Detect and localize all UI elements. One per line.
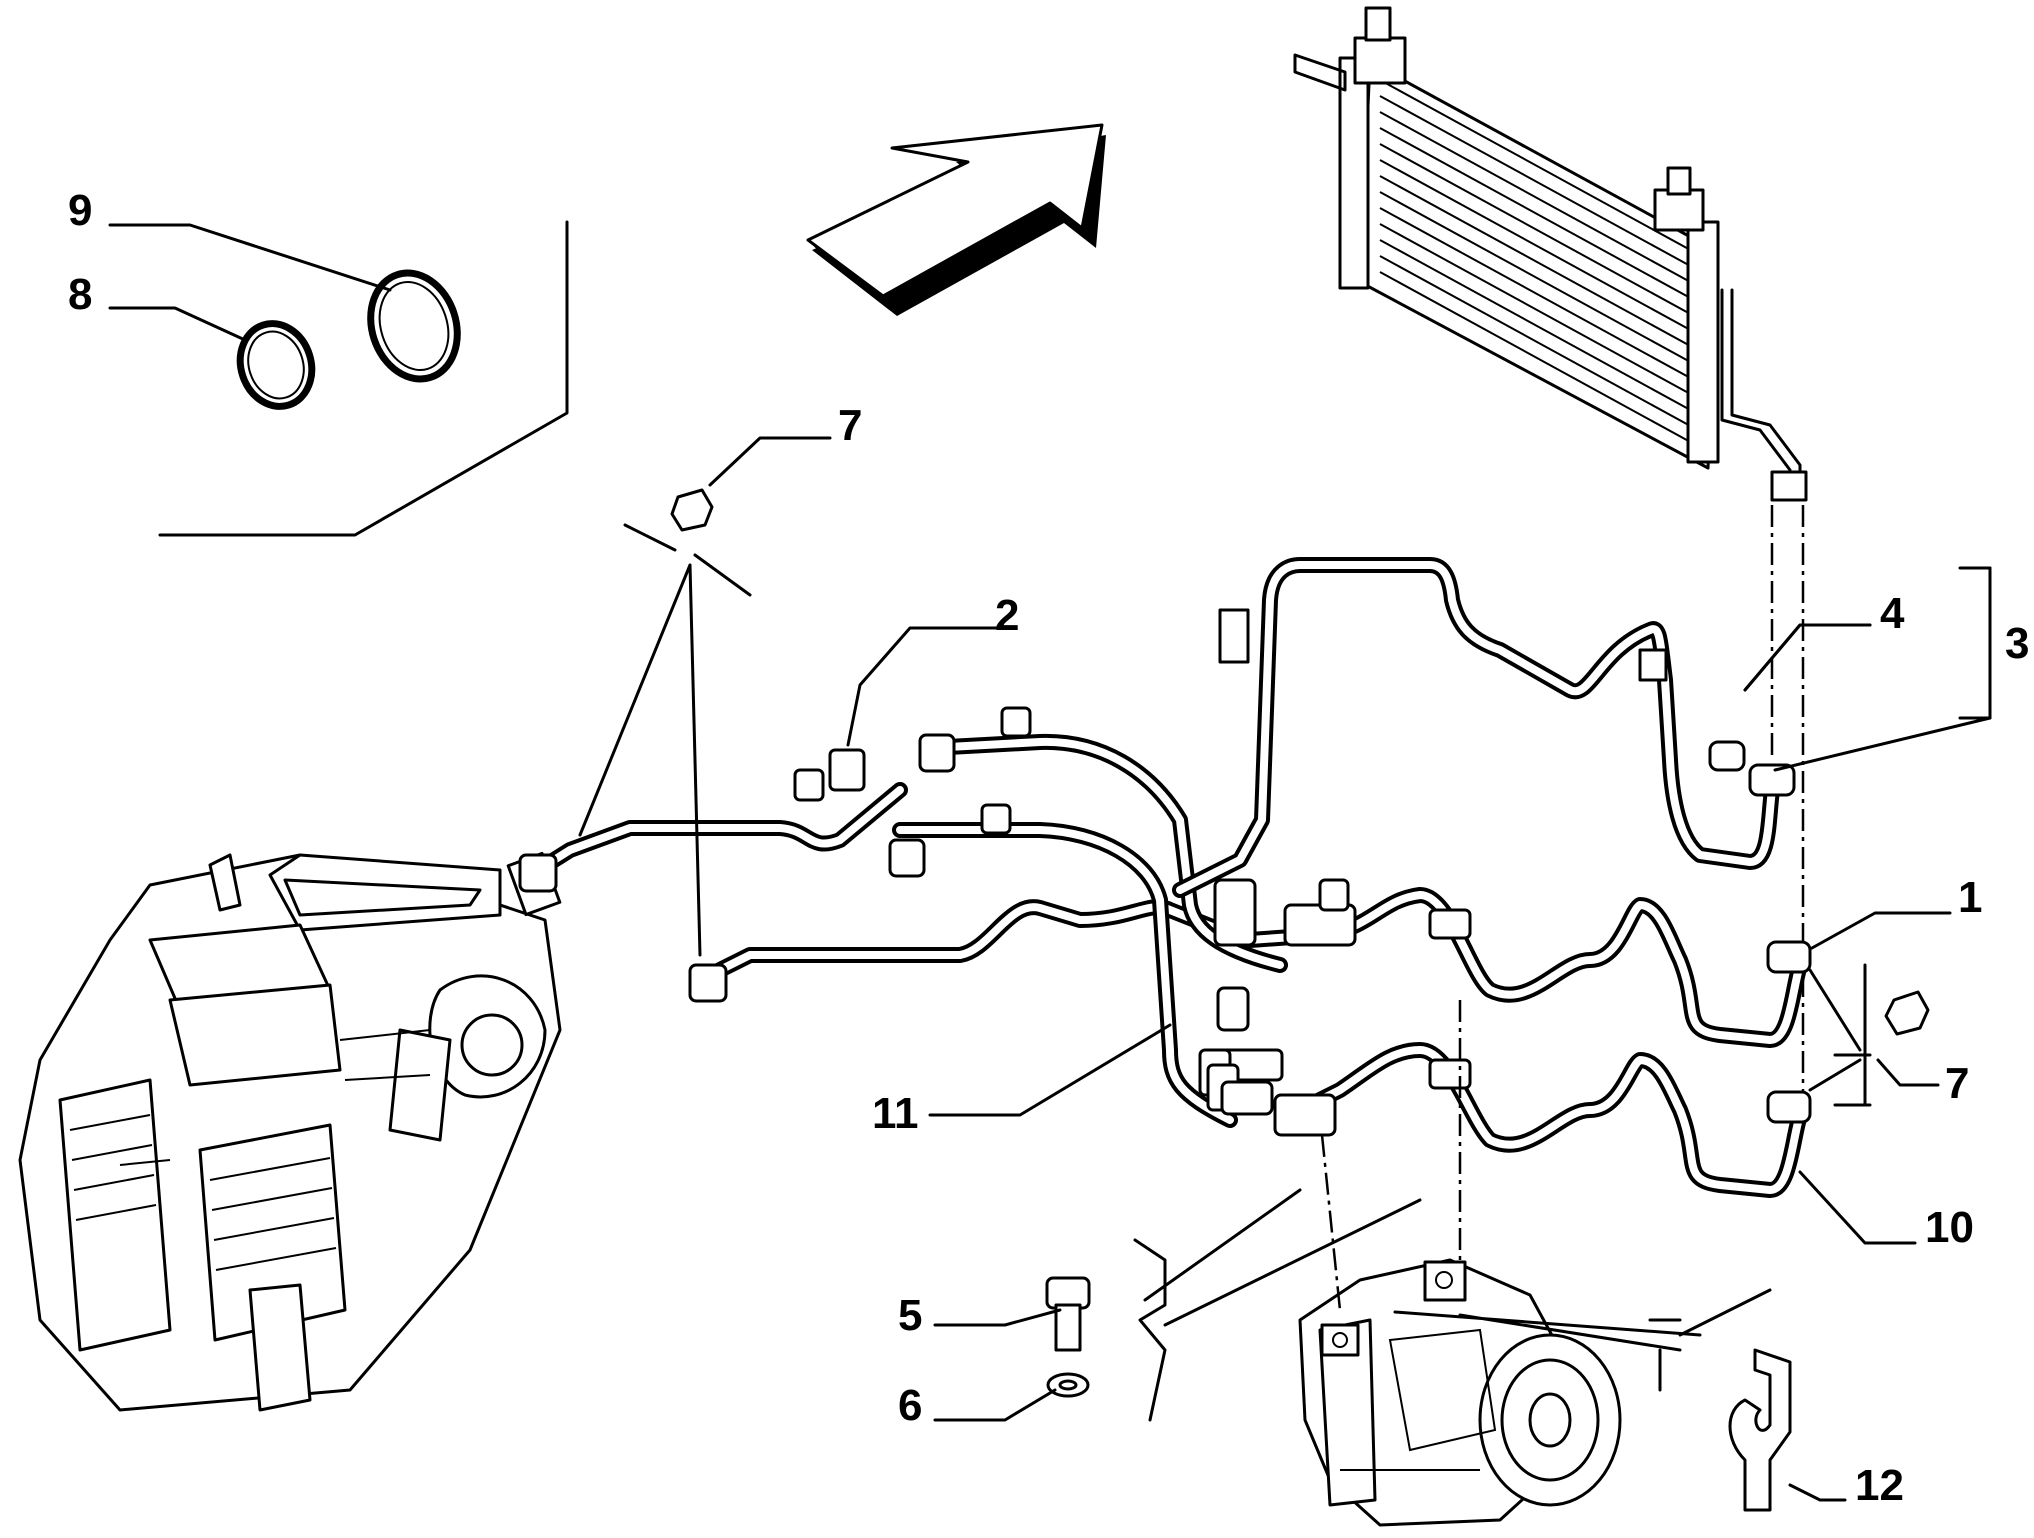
hose-1 xyxy=(1242,887,1808,1048)
callout-7-top: 7 xyxy=(838,401,862,450)
direction-arrow-icon xyxy=(806,123,1106,316)
callout-10: 10 xyxy=(1925,1203,1974,1252)
nut-7-right xyxy=(1884,990,1930,1036)
callout-2: 2 xyxy=(995,591,1019,640)
o-ring-small xyxy=(236,320,316,410)
hvac-evaporator-unit xyxy=(18,851,562,1412)
fittings xyxy=(518,608,1812,1137)
callout-7-right: 7 xyxy=(1945,1059,1969,1108)
condenser xyxy=(1293,6,1808,502)
callout-11: 11 xyxy=(872,1089,919,1138)
compressor xyxy=(1298,1258,1622,1527)
callout-4: 4 xyxy=(1880,589,1905,638)
washer-6 xyxy=(1046,1372,1090,1398)
leader-lines xyxy=(108,223,1992,1502)
callout-1: 1 xyxy=(1958,873,1982,922)
callout-3: 3 xyxy=(2005,619,2029,668)
o-ring-large xyxy=(367,269,461,383)
callout-12: 12 xyxy=(1855,1461,1904,1510)
assembly-axes xyxy=(1320,505,1805,1311)
bolt-5 xyxy=(1045,1276,1091,1352)
clip-12 xyxy=(1728,1348,1792,1512)
hose-11 xyxy=(692,822,1238,1128)
callout-9: 9 xyxy=(68,186,92,235)
o-ring-kit-group xyxy=(158,220,569,537)
hose-evaporator-to-compressor xyxy=(527,782,908,880)
callout-8: 8 xyxy=(68,270,92,319)
nut-7-upper xyxy=(670,488,714,532)
callout-5: 5 xyxy=(898,1291,922,1340)
hose-10 xyxy=(1292,1042,1808,1198)
callout-6: 6 xyxy=(898,1381,922,1430)
hose-3-condenser-line xyxy=(1172,557,1780,898)
